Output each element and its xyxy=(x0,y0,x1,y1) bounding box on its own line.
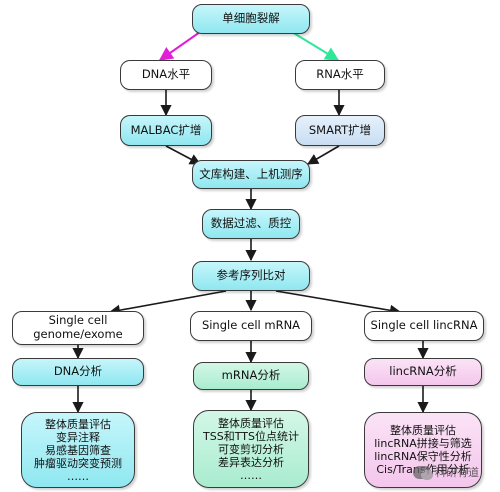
dna-analysis-list: 整体质量评估 变异注释 易感基因筛查 肿瘤驱动突变预测 …… xyxy=(21,412,135,488)
wechat-icon xyxy=(413,465,433,480)
watermark-text: 科研有道 xyxy=(435,466,479,479)
node-malbac-amplification: MALBAC扩增 xyxy=(120,115,212,146)
mrna-list-item: TSS和TTS位点统计 xyxy=(203,429,299,443)
dna-list-item: 肿瘤驱动突变预测 xyxy=(34,456,122,470)
node-lincrna-analysis: lincRNA分析 xyxy=(364,358,482,386)
lincrna-list-item: 整体质量评估 xyxy=(390,424,456,437)
node-single-cell-genome-exome: Single cell genome/exome xyxy=(12,311,144,345)
watermark: 科研有道 xyxy=(413,464,479,480)
arrow-align-to-genome xyxy=(108,290,227,316)
mrna-analysis-list: 整体质量评估 TSS和TTS位点统计 可变剪切分析 差异表达分析 …… xyxy=(193,410,309,488)
node-dna-level: DNA水平 xyxy=(120,60,212,90)
lincrna-list-item: lincRNA保守性分析 xyxy=(374,450,472,463)
dna-list-item: 易感基因筛查 xyxy=(45,443,111,457)
arrow-align-to-lincrna xyxy=(275,290,402,316)
arrow-smart-to-library xyxy=(307,145,340,165)
mrna-list-item: 可变剪切分析 xyxy=(218,442,284,456)
arrow-root-to-dna xyxy=(158,31,201,61)
node-library-sequencing: 文库构建、上机测序 xyxy=(192,160,310,189)
mrna-list-item: 整体质量评估 xyxy=(218,416,284,430)
node-single-cell-mrna: Single cell mRNA xyxy=(190,311,312,341)
dna-list-item: 整体质量评估 xyxy=(45,417,111,431)
node-dna-analysis: DNA分析 xyxy=(12,358,144,386)
node-mrna-analysis: mRNA分析 xyxy=(193,362,309,390)
node-rna-level: RNA水平 xyxy=(295,60,385,90)
arrow-root-to-rna xyxy=(291,31,340,61)
node-smart-amplification: SMART扩增 xyxy=(295,115,385,146)
node-single-cell-lincrna: Single cell lincRNA xyxy=(364,311,484,341)
mrna-list-item: 差异表达分析 xyxy=(218,455,284,469)
node-single-cell-lysis: 单细胞裂解 xyxy=(192,4,310,34)
node-reference-alignment: 参考序列比对 xyxy=(192,261,310,291)
dna-list-item: …… xyxy=(67,469,89,483)
mrna-list-item: …… xyxy=(240,468,262,482)
arrow-malbac-to-library xyxy=(165,145,201,165)
lincrna-list-item: lincRNA拼接与筛选 xyxy=(374,437,472,450)
node-data-filter-qc: 数据过滤、质控 xyxy=(202,209,300,239)
dna-list-item: 变异注释 xyxy=(56,430,100,444)
